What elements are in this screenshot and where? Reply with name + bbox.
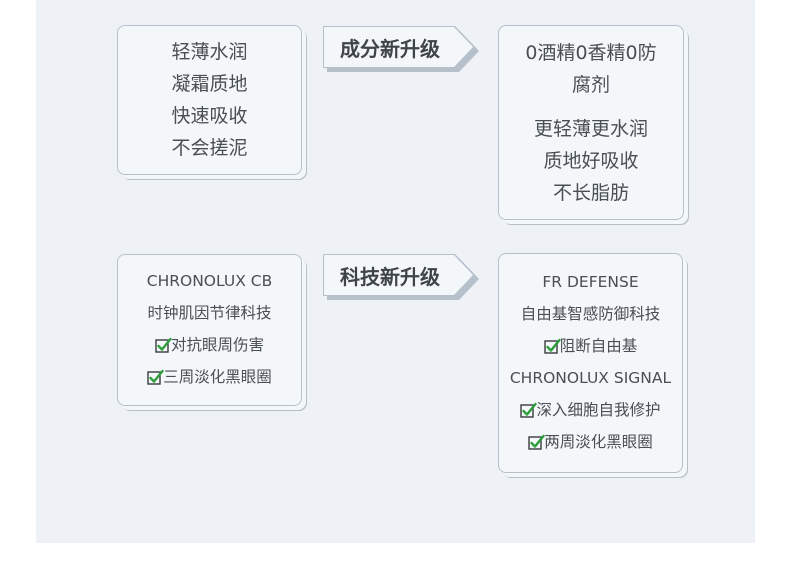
checkbox-check-icon bbox=[520, 402, 538, 418]
check-item: 深入细胞自我修护 bbox=[520, 394, 661, 426]
ingredient-upgrade-label: 成分新升级 bbox=[340, 36, 440, 61]
technology-subtitle: 时钟肌因节律科技 bbox=[147, 304, 272, 322]
check-item: 对抗眼周伤害 bbox=[155, 329, 264, 361]
feature-line: 轻薄水润 bbox=[171, 41, 248, 63]
technology-upgrade-arrow: 科技新升级 bbox=[323, 254, 479, 300]
check-item-label: 三周淡化黑眼圈 bbox=[163, 368, 272, 386]
right-arrow-icon bbox=[323, 26, 479, 72]
formula-line: 0酒精0香精0防 bbox=[525, 42, 657, 64]
new-formula-card: 0酒精0香精0防 腐剂 更轻薄更水润 质地好吸收 不长脂肪 bbox=[498, 25, 684, 220]
benefit-line: 更轻薄更水润 bbox=[533, 118, 648, 140]
technology-title: FR DEFENSE bbox=[542, 273, 639, 291]
technology-title: CHRONOLUX CB bbox=[146, 272, 273, 290]
check-item: 阻断自由基 bbox=[544, 330, 638, 362]
check-item: 两周淡化黑眼圈 bbox=[528, 426, 653, 458]
checkbox-check-icon bbox=[147, 369, 164, 385]
benefit-line: 不长脂肪 bbox=[552, 182, 629, 204]
formula-line: 腐剂 bbox=[571, 74, 610, 96]
checkbox-check-icon bbox=[528, 434, 545, 450]
feature-line: 不会搓泥 bbox=[171, 137, 248, 159]
check-item-label: 阻断自由基 bbox=[559, 337, 638, 355]
new-technology-card: FR DEFENSE 自由基智感防御科技 阻断自由基 CHRONOLUX SIG… bbox=[498, 253, 683, 473]
technology-title-2: CHRONOLUX SIGNAL bbox=[509, 369, 672, 387]
checkbox-check-icon bbox=[155, 337, 172, 353]
check-item-label: 两周淡化黑眼圈 bbox=[544, 433, 653, 451]
check-item-label: 深入细胞自我修护 bbox=[536, 401, 661, 419]
feature-line: 凝霜质地 bbox=[171, 73, 248, 95]
check-item: 三周淡化黑眼圈 bbox=[147, 361, 272, 393]
feature-line: 快速吸收 bbox=[171, 105, 248, 127]
benefit-line: 质地好吸收 bbox=[543, 150, 639, 172]
ingredient-upgrade-arrow: 成分新升级 bbox=[323, 26, 479, 72]
right-arrow-icon bbox=[323, 254, 479, 300]
technology-subtitle: 自由基智感防御科技 bbox=[520, 305, 661, 323]
check-item-label: 对抗眼周伤害 bbox=[170, 336, 264, 354]
old-technology-card: CHRONOLUX CB 时钟肌因节律科技 对抗眼周伤害 三周淡化黑眼圈 bbox=[117, 254, 302, 406]
technology-upgrade-label: 科技新升级 bbox=[340, 264, 440, 289]
checkbox-check-icon bbox=[544, 338, 561, 354]
old-texture-card: 轻薄水润 凝霜质地 快速吸收 不会搓泥 bbox=[117, 25, 302, 175]
